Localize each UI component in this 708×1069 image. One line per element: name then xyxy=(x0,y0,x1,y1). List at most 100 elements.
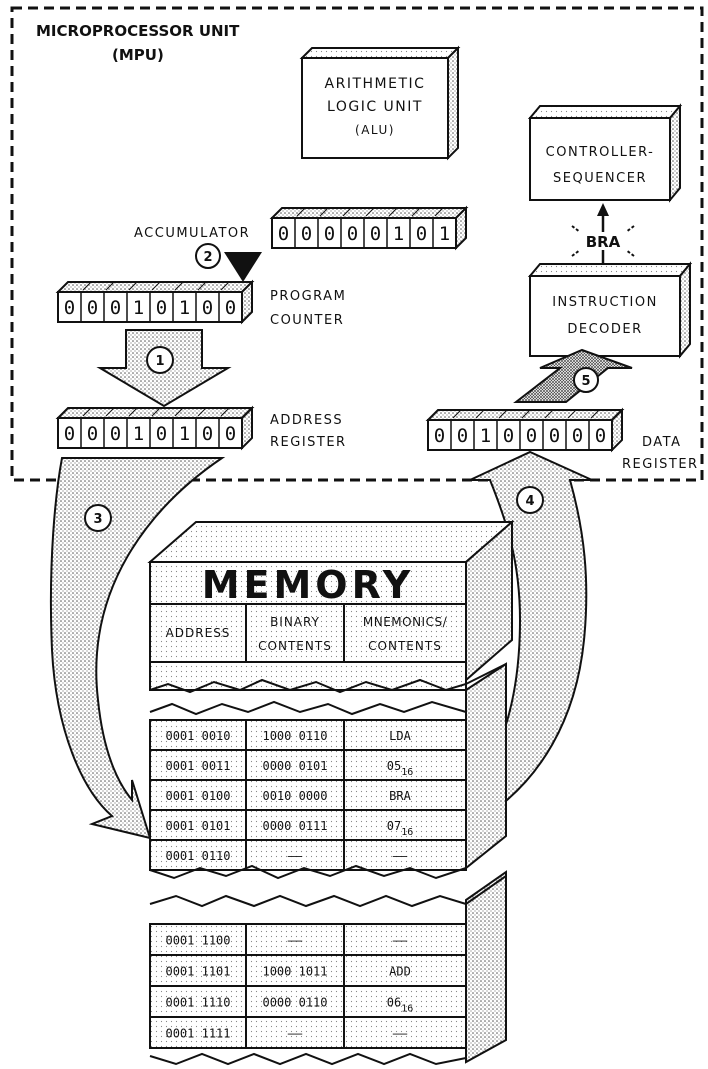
bra-signal-label: BRA xyxy=(586,233,621,251)
data-register-label-line2: REGISTER xyxy=(622,457,699,472)
program-counter-bit: 0 xyxy=(110,297,121,319)
accumulator-bit: 0 xyxy=(324,223,335,245)
memory-header-binary-line1: BINARY xyxy=(270,615,320,629)
alu-label-line2: LOGIC UNIT xyxy=(327,99,423,115)
memory-cell-address: 0001 0011 xyxy=(165,759,230,773)
program-counter-bit: 0 xyxy=(156,297,167,319)
accumulator-label: ACCUMULATOR xyxy=(134,226,250,241)
memory-header-mnemonic-line2: CONTENTS xyxy=(368,639,442,653)
accumulator-bit: 1 xyxy=(439,223,450,245)
memory-cell-binary: 0000 0110 xyxy=(262,996,327,1010)
controller-label-line1: CONTROLLER- xyxy=(546,145,655,160)
program-counter-bit: 0 xyxy=(87,297,98,319)
memory-cell-binary: 1000 0110 xyxy=(262,729,327,743)
accumulator-bit: 0 xyxy=(370,223,381,245)
data-register-bit: 0 xyxy=(503,425,514,447)
memory-cell-binary: —— xyxy=(288,934,303,948)
bra-signal: BRA xyxy=(572,203,634,264)
data-register-bit: 0 xyxy=(434,425,445,447)
memory-cell-subscript: 16 xyxy=(401,1004,413,1015)
address-register-bit: 1 xyxy=(179,423,190,445)
program-counter-bit: 0 xyxy=(202,297,213,319)
program-counter-label-line1: PROGRAM xyxy=(270,289,346,304)
step-3-number: 3 xyxy=(93,512,102,527)
accumulator-bit: 0 xyxy=(301,223,312,245)
memory-cell-mnemonic: BRA xyxy=(389,789,411,803)
address-register-bit: 0 xyxy=(64,423,75,445)
address-register-bit: 0 xyxy=(87,423,98,445)
memory-cell-mnemonic: —— xyxy=(393,934,408,948)
memory-cell-binary: 0000 0111 xyxy=(262,819,327,833)
address-register-bit: 1 xyxy=(133,423,144,445)
accumulator-bit: 0 xyxy=(278,223,289,245)
memory-cell-address: 0001 1100 xyxy=(165,934,230,948)
mpu-abbrev: (MPU) xyxy=(112,46,164,64)
memory-cell-address: 0001 1111 xyxy=(165,1027,230,1041)
step-2-marker: 2 xyxy=(196,244,220,268)
accumulator-bit: 0 xyxy=(416,223,427,245)
step-1-number: 1 xyxy=(155,354,164,369)
instruction-decoder-box: INSTRUCTION DECODER xyxy=(530,264,690,356)
memory-rows-section-b: 0001 1100 —— —— 0001 1101 1000 1011 ADD 0001 1… xyxy=(150,924,466,1048)
memory-header-binary-line2: CONTENTS xyxy=(258,639,332,653)
address-register: 00010100 xyxy=(58,408,252,448)
address-register-bit: 0 xyxy=(225,423,236,445)
address-register-bit: 0 xyxy=(156,423,167,445)
memory-cell-mnemonic: —— xyxy=(393,849,408,863)
accumulator-bit: 1 xyxy=(393,223,404,245)
address-register-label-line2: REGISTER xyxy=(270,435,347,450)
step-1-arrow: 1 xyxy=(100,330,228,406)
memory-cell-mnemonic: —— xyxy=(393,1027,408,1041)
data-register-bit: 0 xyxy=(595,425,606,447)
controller-sequencer-box: CONTROLLER- SEQUENCER xyxy=(530,106,680,200)
memory-header-mnemonic-line1: MNEMONICS/ xyxy=(363,615,448,629)
program-counter-bit: 1 xyxy=(179,297,190,319)
address-register-label-line1: ADDRESS xyxy=(270,413,343,428)
program-counter-bit: 0 xyxy=(225,297,236,319)
address-register-bit: 0 xyxy=(202,423,213,445)
step-5-arrow: 5 xyxy=(516,350,632,402)
data-register-bit: 0 xyxy=(526,425,537,447)
data-register-bit: 0 xyxy=(572,425,583,447)
memory-block: MEMORY ADDRESS BINARY CONTENTS MNEMONICS… xyxy=(150,522,512,1064)
program-counter-bit: 0 xyxy=(64,297,75,319)
memory-cell-address: 0001 1110 xyxy=(165,996,230,1010)
memory-cell-binary: 0010 0000 xyxy=(262,789,327,803)
step-2-number: 2 xyxy=(203,250,212,265)
torn-edge-bottom xyxy=(150,1054,466,1064)
decoder-label-line1: INSTRUCTION xyxy=(552,295,658,310)
alu-box: ARITHMETIC LOGIC UNIT (ALU) xyxy=(302,48,458,158)
torn-edge-lower-top xyxy=(150,876,506,906)
memory-cell-address: 0001 0101 xyxy=(165,819,230,833)
alu-label-line1: ARITHMETIC xyxy=(325,76,426,92)
memory-cell-subscript: 16 xyxy=(401,827,413,838)
memory-title: MEMORY xyxy=(202,563,415,607)
memory-cell-mnemonic: LDA xyxy=(389,729,411,743)
data-register-label-line1: DATA xyxy=(642,435,682,450)
decoder-label-line2: DECODER xyxy=(567,322,642,337)
mpu-title: MICROPROCESSOR UNIT xyxy=(36,22,240,40)
memory-cell-mnemonic: ADD xyxy=(389,965,411,979)
accumulator-bit: 0 xyxy=(347,223,358,245)
memory-rows-section-a: 0001 0010 1000 0110 LDA 0001 0011 0000 0101 0… xyxy=(150,720,466,870)
memory-cell-binary: 0000 0101 xyxy=(262,759,327,773)
address-register-bit: 0 xyxy=(110,423,121,445)
program-counter-label-line2: COUNTER xyxy=(270,313,344,328)
data-register-bit: 1 xyxy=(480,425,491,447)
memory-cell-subscript: 16 xyxy=(401,767,413,778)
controller-label-line2: SEQUENCER xyxy=(553,171,647,186)
alu-label-line3: (ALU) xyxy=(355,123,395,137)
memory-cell-address: 0001 1101 xyxy=(165,965,230,979)
data-register-bit: 0 xyxy=(457,425,468,447)
memory-cell-binary: —— xyxy=(288,849,303,863)
torn-edge-middle-top xyxy=(150,702,466,714)
memory-cell-binary: —— xyxy=(288,1027,303,1041)
memory-cell-address: 0001 0110 xyxy=(165,849,230,863)
memory-cell-address: 0001 0010 xyxy=(165,729,230,743)
data-register-bit: 0 xyxy=(549,425,560,447)
memory-cell-binary: 1000 1011 xyxy=(262,965,327,979)
